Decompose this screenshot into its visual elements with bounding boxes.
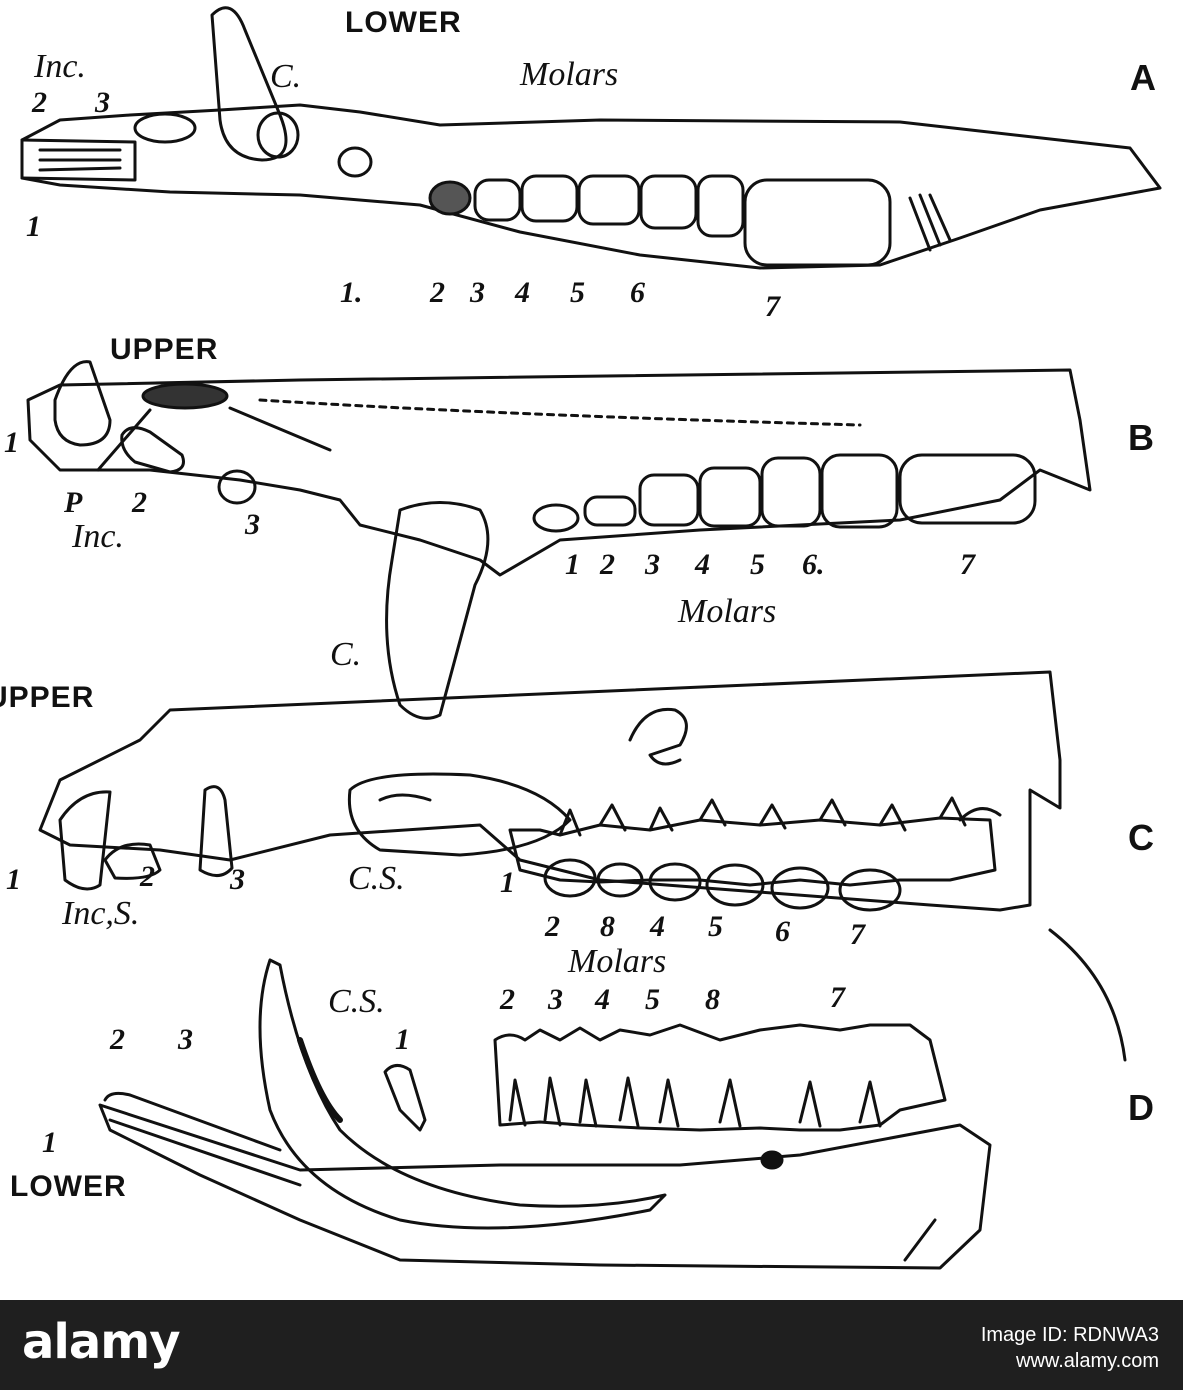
panel-b-jaw-label: UPPER xyxy=(110,333,219,366)
panel-d-letter: D xyxy=(1128,1087,1154,1128)
panel-a-incisor-number: 1 xyxy=(26,210,41,243)
panel-c-incisor-number: 3 xyxy=(230,863,245,896)
panel-b-molars-label: Molars xyxy=(678,593,777,630)
panel-b-incisor-number: 1 xyxy=(4,426,19,459)
panel-c-letter: C xyxy=(1128,817,1154,858)
panel-b-molar-number: 5 xyxy=(750,548,765,581)
panel-b-p-label: P xyxy=(64,486,83,519)
alamy-logo: alamy xyxy=(22,1314,181,1370)
panel-a-molar-number: 2 xyxy=(430,276,445,309)
panel-c-molar-number: 4 xyxy=(650,910,665,943)
panel-a-jaw-label: LOWER xyxy=(345,6,462,39)
panel-a-incisor-label: Inc. xyxy=(34,48,86,85)
panel-c-molars-label: Molars xyxy=(568,943,667,980)
panel-c-canine-label: C.S. xyxy=(348,860,405,897)
panel-c-molar-number: 7 xyxy=(850,918,865,951)
panel-a-molar-number: 4 xyxy=(515,276,530,309)
panel-d-jaw-label: LOWER xyxy=(10,1170,127,1203)
panel-a-molar-number: 1. xyxy=(340,276,363,309)
panel-b-upper-jaw xyxy=(26,360,1092,720)
panel-b-molar-number: 3 xyxy=(645,548,660,581)
panel-a-canine-label: C. xyxy=(270,58,302,95)
panel-d-molar-number: 1 xyxy=(395,1023,410,1056)
panel-b-letter: B xyxy=(1128,417,1154,458)
panel-c-jaw-label: UPPER xyxy=(0,681,95,714)
panel-a-molar-number: 3 xyxy=(470,276,485,309)
panel-a-incisor-number: 2 xyxy=(32,86,47,119)
panel-b-molar-number: 2 xyxy=(600,548,615,581)
panel-a-molar-number: 6 xyxy=(630,276,645,309)
panel-d-molar-number: 5 xyxy=(645,983,660,1016)
panel-d-molar-number: 7 xyxy=(830,981,845,1014)
panel-c-incisor-label: Inc,S. xyxy=(62,895,140,932)
jaw-drawings xyxy=(20,6,1162,1270)
image-id: Image ID: RDNWA3 xyxy=(980,1324,1159,1346)
panel-c-incisor-number: 1 xyxy=(6,863,21,896)
panel-a-incisor-number: 3 xyxy=(95,86,110,119)
watermark-info: Image ID: RDNWA3 www.alamy.com xyxy=(981,1322,1159,1374)
panel-b-incisor-number: 2 xyxy=(132,486,147,519)
panel-a-molar-number: 5 xyxy=(570,276,585,309)
panel-b-molar-number: 6. xyxy=(802,548,825,581)
panel-d-incisor-number: 3 xyxy=(178,1023,193,1056)
panel-a-molars-label: Molars xyxy=(520,56,619,93)
panel-c-molar-number: 2 xyxy=(545,910,560,943)
panel-b-molar-number: 1 xyxy=(565,548,580,581)
panel-d-molar-number: 8 xyxy=(705,983,720,1016)
panel-c-molar-number: 8 xyxy=(600,910,615,943)
panel-b-canine-label: C. xyxy=(330,636,362,673)
panel-a-letter: A xyxy=(1130,57,1156,98)
panel-d-incisor-number: 2 xyxy=(110,1023,125,1056)
panel-c-molar-number: 6 xyxy=(775,915,790,948)
site-url: www.alamy.com xyxy=(1016,1350,1159,1372)
panel-d-molar-number: 4 xyxy=(595,983,610,1016)
panel-c-molar-number: 5 xyxy=(708,910,723,943)
panel-d-molar-number: 2 xyxy=(500,983,515,1016)
panel-b-molar-number: 7 xyxy=(960,548,975,581)
panel-d-incisor-number: 1 xyxy=(42,1126,57,1159)
watermark-bar: alamy Image ID: RDNWA3 www.alamy.com xyxy=(0,1300,1183,1390)
panel-b-incisor-label: Inc. xyxy=(72,518,124,555)
panel-d-molar-number: 3 xyxy=(548,983,563,1016)
panel-d-canine-label: C.S. xyxy=(328,983,385,1020)
panel-c-incisor-number: 2 xyxy=(140,860,155,893)
panel-c-molar-number: 1 xyxy=(500,866,515,899)
panel-c-upper-jaw xyxy=(38,670,1062,912)
panel-d-lower-jaw xyxy=(98,928,1127,1270)
dentition-figure: LOWER Inc. 2 3 1 C. Molars 1. 2 3 4 5 6 … xyxy=(0,6,1162,1270)
panel-a-lower-jaw xyxy=(20,6,1162,270)
panel-a-molar-number: 7 xyxy=(765,290,780,323)
panel-b-molar-number: 4 xyxy=(695,548,710,581)
panel-b-incisor-number: 3 xyxy=(245,508,260,541)
